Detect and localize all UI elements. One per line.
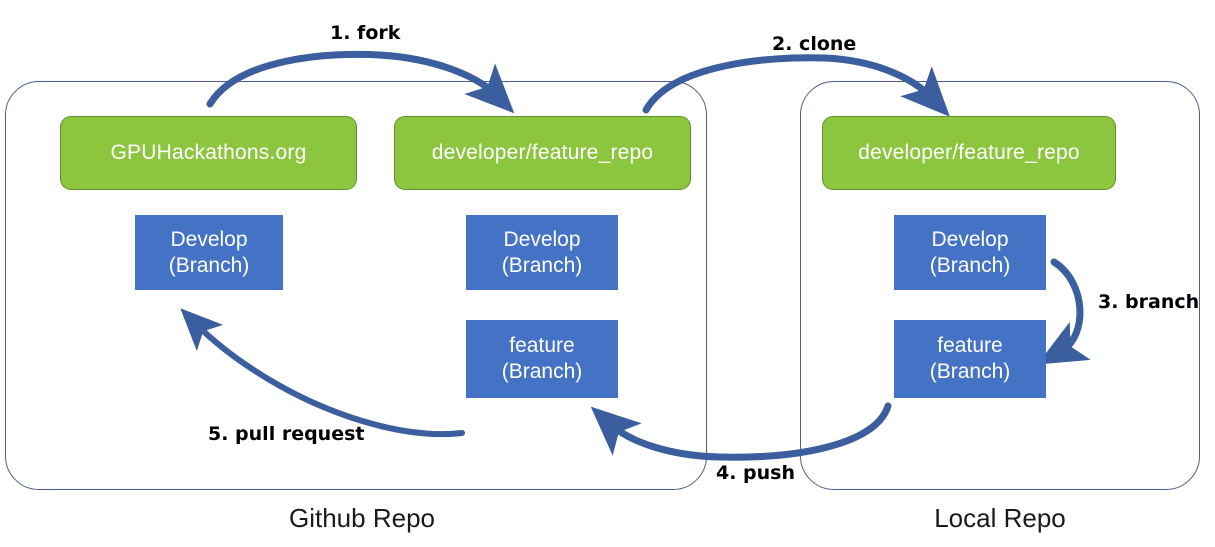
step-label-clone: 2. clone [772, 33, 857, 55]
repo-label-local-clone: developer/feature_repo [858, 141, 1080, 164]
branch-name: Develop [931, 227, 1009, 251]
step-label-branch: 3. branch [1098, 291, 1200, 313]
branch-box-fork-feature[interactable]: feature (Branch) [466, 320, 618, 398]
branch-box-local-feature[interactable]: feature (Branch) [894, 320, 1046, 398]
repo-box-fork[interactable]: developer/feature_repo [394, 116, 691, 190]
branch-kind: (Branch) [929, 360, 1011, 383]
branch-kind: (Branch) [501, 360, 583, 383]
branch-box-local-develop[interactable]: Develop (Branch) [894, 215, 1046, 290]
branch-box-upstream-develop[interactable]: Develop (Branch) [135, 215, 283, 290]
step-label-fork: 1. fork [330, 22, 401, 44]
repo-label-fork: developer/feature_repo [431, 141, 654, 164]
zone-label-local-repo: Local Repo [934, 503, 1066, 533]
branch-kind: (Branch) [929, 253, 1011, 277]
branch-kind: (Branch) [501, 253, 583, 277]
branch-box-fork-develop[interactable]: Develop (Branch) [466, 215, 618, 290]
branch-name: feature [509, 334, 575, 358]
step-label-pull-request: 5. pull request [208, 423, 365, 445]
branch-name: Develop [503, 227, 581, 251]
branch-name: Develop [170, 227, 248, 251]
repo-label-upstream: GPUHackathons.org [110, 141, 307, 164]
branch-kind: (Branch) [168, 253, 250, 277]
repo-box-upstream[interactable]: GPUHackathons.org [60, 116, 357, 190]
branch-name: feature [937, 334, 1003, 358]
zone-label-github-repo: Github Repo [289, 503, 435, 533]
repo-box-local-clone[interactable]: developer/feature_repo [822, 116, 1116, 190]
local-repo-container [800, 81, 1200, 490]
step-label-push: 4. push [716, 462, 796, 484]
